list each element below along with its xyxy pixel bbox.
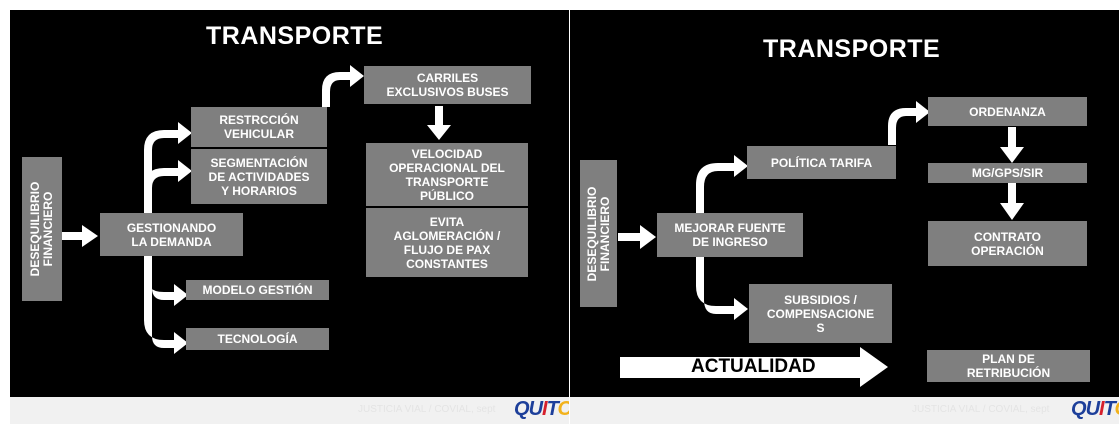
contrato-box: CONTRATO OPERACIÓN: [928, 221, 1087, 266]
arrow-down-mggps: [1000, 127, 1024, 163]
carriles-box: CARRILES EXCLUSIVOS BUSES: [364, 66, 531, 104]
arrow-down-subsidios: [696, 256, 748, 320]
slide-right-footer: JUSTICIA VIAL / COVIAL, sept QUITO: [570, 397, 1119, 424]
arrow-down-velocidad: [427, 106, 451, 140]
arrow-right: [618, 225, 656, 249]
arrow-up-segmentacion: [144, 160, 192, 218]
plan-box: PLAN DE RETRIBUCIÓN: [927, 350, 1090, 382]
modelo-box: MODELO GESTIÓN: [186, 280, 329, 300]
ordenanza-box: ORDENANZA: [928, 97, 1087, 126]
subsidios-box: SUBSIDIOS / COMPENSACIONE S: [749, 284, 892, 343]
footer-text: JUSTICIA VIAL / COVIAL, sept: [358, 404, 496, 415]
desequilibrio-label: DESEQUILIBRIO FINANCIERO: [28, 181, 55, 277]
footer-text: JUSTICIA VIAL / COVIAL, sept: [912, 404, 1050, 415]
arrow-up-carriles: [322, 65, 364, 107]
arrow-down-tecnologia: [144, 255, 188, 354]
arrow-right: [62, 225, 98, 247]
gestionando-box: GESTIONANDO LA DEMANDA: [100, 213, 243, 256]
mggps-box: MG/GPS/SIR: [928, 163, 1087, 183]
politica-box: POLÍTICA TARIFA: [747, 146, 896, 179]
flow-arrows: [62, 65, 451, 354]
evita-box: EVITA AGLOMERACIÓN / FLUJO DE PAX CONSTA…: [366, 208, 528, 277]
actualidad-label: ACTUALIDAD: [691, 356, 816, 377]
slide-left: TRANSPORTE DESEQUILIBRIO FINANCIERO GEST…: [10, 10, 569, 397]
slide-title: TRANSPORTE: [206, 22, 384, 50]
arrow-down-contrato: [1000, 183, 1024, 220]
slide-title: TRANSPORTE: [763, 35, 941, 63]
arrow-up-ordenanza: [888, 101, 930, 145]
segmentacion-box: SEGMENTACIÓN DE ACTIVIDADES Y HORARIOS: [191, 149, 327, 204]
slide-left-footer: JUSTICIA VIAL / COVIAL, sept QUITO: [10, 397, 569, 424]
restriccion-box: RESTRCCIÓN VEHICULAR: [191, 107, 327, 147]
desequilibrio-box: DESEQUILIBRIO FINANCIERO: [22, 157, 62, 301]
arrow-up-politica: [696, 155, 748, 215]
desequilibrio-label: DESEQUILIBRIO FINANCIERO: [584, 186, 612, 281]
quito-logo: QUITO: [1071, 398, 1119, 420]
arrow-down-modelo: [144, 255, 188, 306]
arrow-actualidad: [620, 347, 888, 387]
flow-arrows: [618, 101, 1024, 387]
mejorar-box: MEJORAR FUENTE DE INGRESO: [657, 213, 803, 257]
quito-logo: QUITO: [514, 398, 569, 420]
slide-right: TRANSPORTE DESEQUILIBRIO FINANCIERO MEJO…: [570, 10, 1119, 397]
desequilibrio-box: DESEQUILIBRIO FINANCIERO: [580, 160, 617, 307]
velocidad-box: VELOCIDAD OPERACIONAL DEL TRANSPORTE PÚB…: [366, 143, 528, 206]
tecnologia-box: TECNOLOGÍA: [186, 328, 329, 350]
